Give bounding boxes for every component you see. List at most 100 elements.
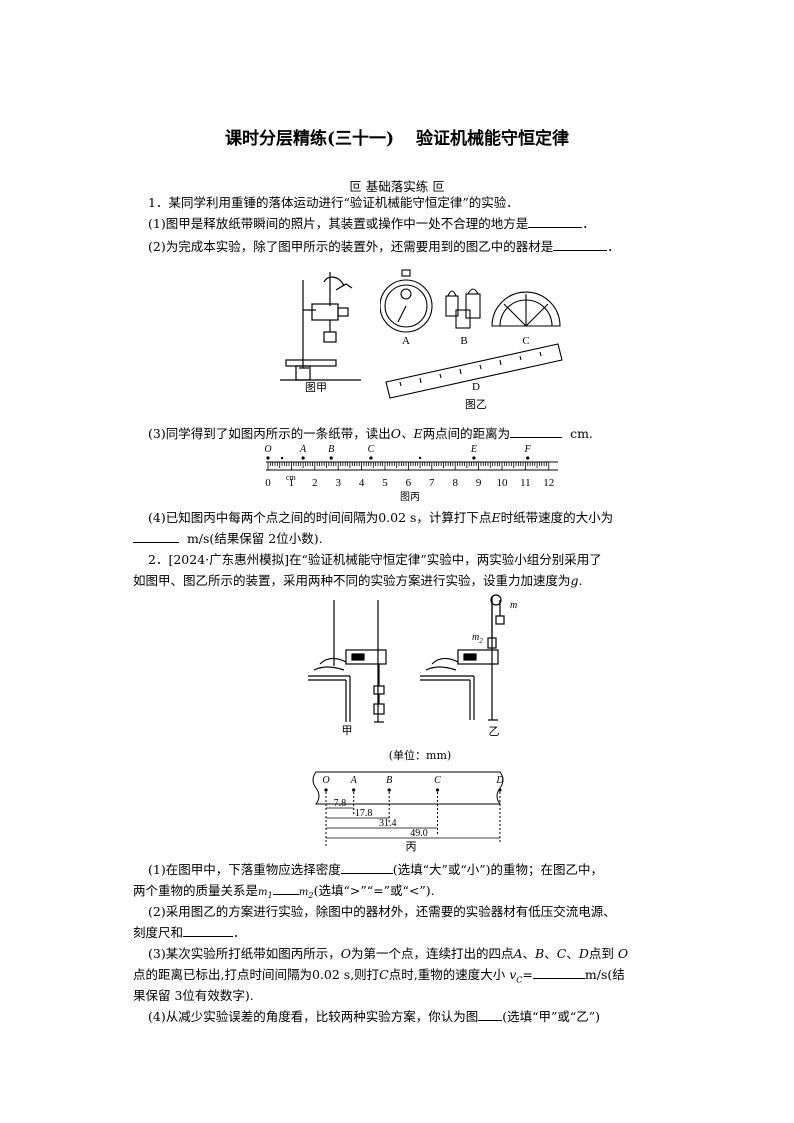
ruler-tick-label: 10 (497, 477, 509, 489)
dimension-label: 49.0 (410, 828, 428, 839)
q2-stem-line1: 2．[2024·广东惠州模拟]在“验证机械能守恒定律”实验中，两实验小组分别采用… (148, 552, 602, 567)
ruler-tick-label: 5 (382, 477, 388, 489)
tape-point-label: C (368, 444, 375, 455)
figure-jia-caption: 图甲 (305, 381, 327, 392)
q2-part3-text-d: 点的距离已标出,打点时间间隔为0.02 s,则打 (133, 967, 380, 982)
answer-blank (553, 238, 608, 251)
q2-part4: (4)从减少实验误差的角度看，比较两种实验方案，你认为图 (选填“甲”或“乙”) (148, 1006, 600, 1027)
dimension-label: 7.8 (334, 798, 347, 809)
q1-part4: (4)已知图丙中每两个点之间的时间间隔为0.02 s，计算打下点E时纸带速度的大… (148, 507, 613, 528)
answer-blank (133, 530, 179, 543)
answer-blank (183, 924, 234, 937)
title-part1: 课时分层精练(三十一) (224, 129, 395, 149)
ruler-tick-label: 6 (406, 477, 412, 489)
figure-yi-instruments: A B C D 图乙 (380, 269, 563, 411)
q1-part4-text-d: m/s(结果保留 2位小数). (186, 531, 323, 546)
figure-q2-jia-caption: 甲 (342, 725, 353, 736)
ruler-unit-label: cm (286, 473, 297, 482)
ruler-tick-label: 3 (335, 477, 341, 489)
ruler-tick-label: 7 (429, 477, 435, 489)
answer-blank (340, 861, 393, 874)
tape-point-label: A (299, 444, 307, 455)
q2-stem-g: g (570, 573, 579, 588)
q2-part1-text-a: (1)在图甲中，下落重物应选择密度 (148, 862, 341, 877)
figure-q2-yi: m1 m2 乙 (420, 594, 518, 736)
ruler-tick-label: 11 (520, 477, 531, 489)
q1-part3: (3)同学得到了如图丙所示的一条纸带，读出O、E两点间的距离为 cm. (148, 423, 593, 444)
ruler-tick-label: 9 (476, 477, 482, 489)
tape-dot (324, 788, 328, 792)
title-part2: 验证机械能守恒定律 (416, 129, 570, 149)
figure-jia-apparatus: 图甲 (280, 272, 361, 392)
q2-part2: (2)采用图乙的方案进行实验，除图中的器材外，还需要的实验器材有低压交流电源、 (148, 904, 616, 919)
q2-part3-text-f: m/s(结 (584, 967, 625, 982)
tape-dot (280, 456, 284, 460)
tape-dot (387, 788, 391, 792)
q2-part3: (3)某次实验所打纸带如图丙所示，O为第一个点，连续打出的四点A、B、C、D点到… (148, 946, 629, 961)
label-A: A (402, 335, 410, 347)
q2-part3-text-e: 点时,重物的速度大小 (388, 967, 506, 982)
tape-point-label: D (495, 775, 504, 786)
label-C: C (522, 335, 529, 347)
tape-dot (435, 788, 440, 792)
unit-label: (单位：mm) (388, 749, 452, 762)
q2-part4-text-a: (4)从减少实验误差的角度看，比较两种实验方案，你认为图 (148, 1009, 479, 1024)
q1-part4-line2: m/s(结果保留 2位小数). (133, 528, 323, 549)
tape-dot (266, 456, 270, 460)
stopwatch-icon (380, 269, 433, 333)
tape-point-label: A (350, 775, 358, 786)
q2-part3-text-a: (3)某次实验所打纸带如图丙所示， (148, 946, 341, 961)
dimension-label: 31.4 (379, 818, 397, 829)
q2-part3-line3: 果保留 3位有效数字). (133, 988, 254, 1003)
tape-dot (498, 788, 502, 792)
q1-stem: 1．某同学利用重锤的落体运动进行“验证机械能守恒定律”的实验． (148, 195, 519, 210)
q2-part4-text-b: (选填“甲”或“乙”) (502, 1009, 601, 1024)
tape-dot (472, 456, 476, 460)
tape-dot (526, 456, 530, 460)
answer-blank (532, 966, 585, 979)
tape-dot (301, 456, 305, 460)
q2-part3-line2: 点的距离已标出,打点时间间隔为0.02 s,则打C点时,重物的速度大小 vC=m… (133, 966, 625, 985)
q1-part1-text: (1)图甲是释放纸带瞬间的照片，其装置或操作中一处不合理的地方是 (148, 216, 529, 231)
tape-point-label: E (470, 444, 477, 455)
m1-inline: m1 (258, 887, 273, 900)
ruler-tick-label: 0 (265, 477, 271, 489)
q1-part3-text-a: (3)同学得到了如图丙所示的一条纸带，读出 (148, 426, 391, 441)
tape-dot (329, 456, 333, 460)
tape-point-label: B (386, 775, 392, 786)
answer-blank (478, 1008, 503, 1021)
tape-point-label: F (524, 444, 532, 455)
q1-part3-unit: cm. (570, 426, 593, 441)
section-heading: 叵 基础落实练 叵 (349, 179, 445, 194)
tape-point-label: O (264, 444, 271, 455)
m1-label: m1 (510, 600, 518, 613)
ruler-tick-label: 12 (543, 477, 554, 489)
page-title: 课时分层精练(三十一) 验证机械能守恒定律 (0, 124, 794, 149)
tape-dot (369, 456, 373, 460)
q1-part4-point: E (491, 510, 501, 525)
figure-q2-yi-caption: 乙 (489, 725, 500, 736)
figure-bing-caption: 图丙 (400, 491, 420, 503)
figure-yi-caption: 图乙 (465, 398, 487, 411)
q1-part3-text-c: 两点间的距离为 (422, 426, 511, 441)
dimension-label: 17.8 (355, 808, 373, 819)
q2-part2-text-b: 刻度尺和 (133, 925, 184, 940)
q2-stem-line2: 如图甲、图乙所示的装置，采用两种不同的实验方案进行实验，设重力加速度为g. (133, 573, 583, 588)
answer-blank (510, 425, 563, 438)
q2-stem-text: 如图甲、图乙所示的装置，采用两种不同的实验方案进行实验，设重力加速度为 (133, 573, 571, 588)
ruler-icon (385, 343, 563, 399)
q2-part1-text-d: (选填“>”“=”或“<”). (313, 883, 435, 898)
answer-blank (528, 215, 583, 228)
q2-part3-text-b: 为第一个点，连续打出的四点 (350, 946, 514, 961)
ruler-tick-label: 1 (289, 477, 295, 489)
q2-part1: (1)在图甲中，下落重物应选择密度(选填“大”或“小”)的重物；在图乙中， (148, 859, 603, 880)
ruler-tick-label: 2 (312, 477, 318, 489)
tape-dot (418, 456, 422, 460)
q1-part2: (2)为完成本实验，除了图甲所示的装置外，还需要用到的图乙中的器材是． (148, 238, 620, 254)
label-D: D (472, 381, 480, 393)
q1-part2-text: (2)为完成本实验，除了图甲所示的装置外，还需要用到的图乙中的器材是 (148, 239, 554, 254)
ruler-tick-label: 4 (359, 477, 365, 489)
q2-part3-text-c: 点到 (588, 946, 614, 961)
